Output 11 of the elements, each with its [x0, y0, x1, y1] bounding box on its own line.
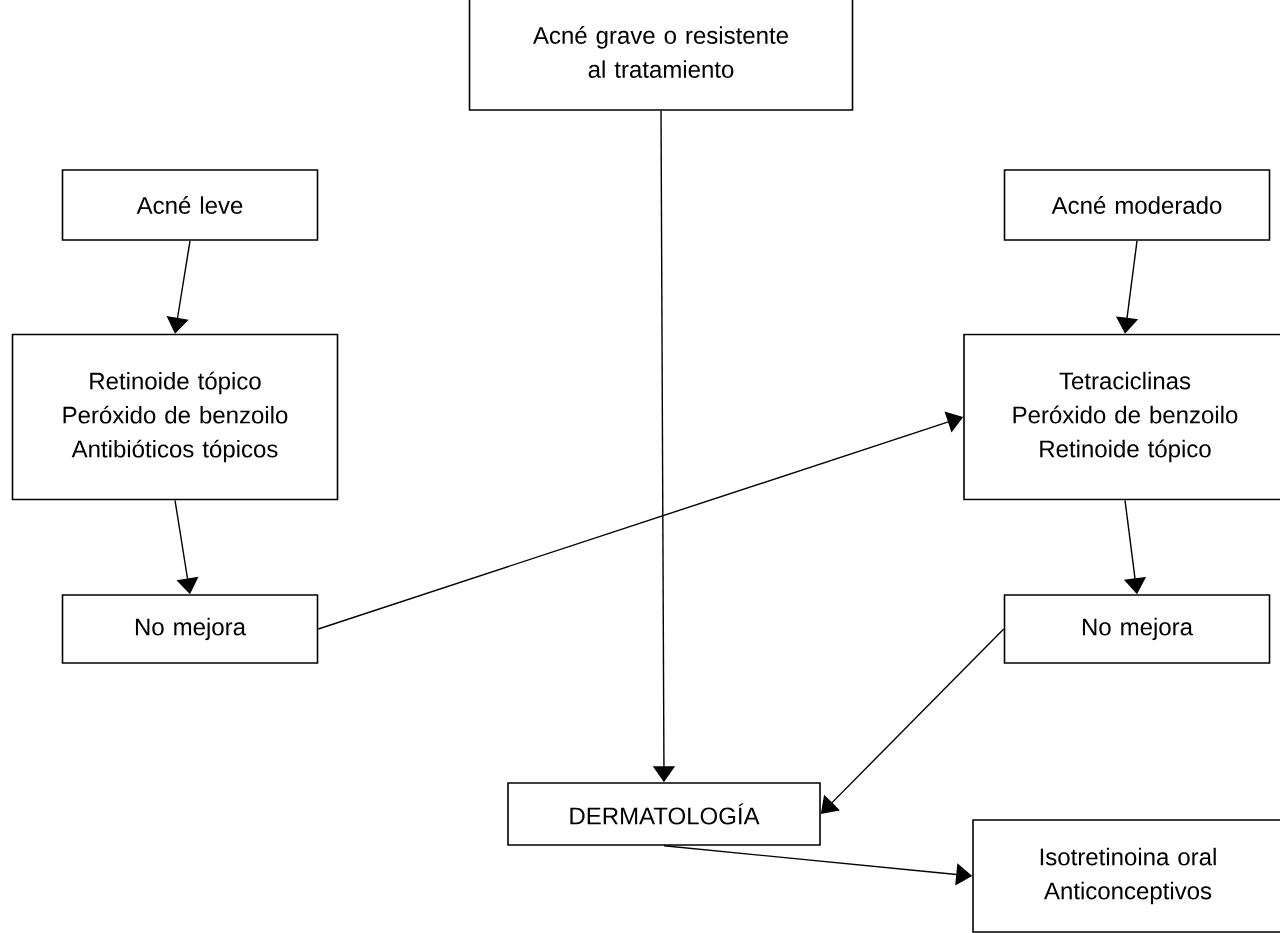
process-box: No mejora	[1003, 594, 1271, 664]
process-box: Acné moderado	[1003, 169, 1271, 241]
arrow	[1116, 240, 1139, 334]
process-box: Acné leve	[61, 169, 319, 241]
arrow	[820, 628, 1005, 814]
process-box: Acné grave o resistente al tratamiento	[468, 0, 854, 111]
process-box: Isotretinoina oral Anticonceptivos	[972, 819, 1280, 933]
process-box: Retinoide tópico Peróxido de benzoilo Antibióticos tópicos	[11, 333, 339, 501]
process-box: Tetraciclinas Peróxido de benzoilo Retinoide tópico	[963, 333, 1280, 501]
process-box: DERMATOLOGÍA	[507, 782, 821, 846]
process-box: No mejora	[61, 594, 319, 664]
